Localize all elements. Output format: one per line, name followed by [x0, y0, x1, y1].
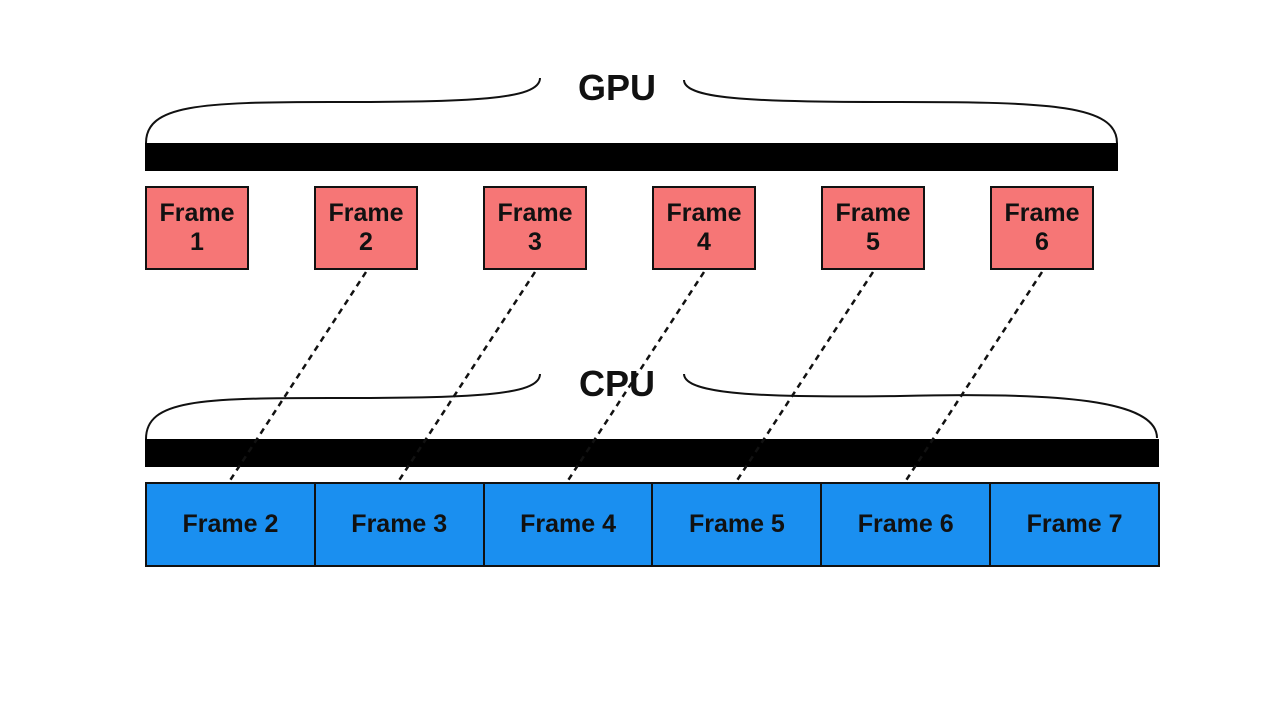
- gpu-frame-2: Frame 2: [314, 186, 418, 270]
- gpu-frame-3: Frame 3: [483, 186, 587, 270]
- gpu-frame-word: Frame: [159, 199, 235, 227]
- cpu-brace-right: [683, 373, 1158, 439]
- cpu-frame-4: Frame 4: [485, 484, 654, 565]
- cpu-frame-2: Frame 2: [147, 484, 316, 565]
- gpu-frame-word: Frame: [328, 199, 404, 227]
- gpu-frame-6: Frame 6: [990, 186, 1094, 270]
- gpu-frame-number: 3: [528, 228, 542, 256]
- gpu-frame-word: Frame: [497, 199, 573, 227]
- cpu-frame-row: Frame 2 Frame 3 Frame 4 Frame 5 Frame 6 …: [145, 482, 1160, 567]
- gpu-frame-number: 5: [866, 228, 880, 256]
- cpu-frame-6: Frame 6: [822, 484, 992, 565]
- gpu-frame-1: Frame 1: [145, 186, 249, 270]
- gpu-frame-word: Frame: [666, 199, 742, 227]
- gpu-frame-5: Frame 5: [821, 186, 925, 270]
- cpu-frame-5: Frame 5: [653, 484, 823, 565]
- connector-frame-3: [396, 271, 537, 483]
- gpu-frame-number: 6: [1035, 228, 1049, 256]
- cpu-frame-7: Frame 7: [1026, 510, 1123, 538]
- connector-frame-2: [227, 271, 368, 483]
- gpu-label: GPU: [577, 67, 656, 108]
- cpu-label: CPU: [578, 363, 655, 404]
- gpu-frame-number: 2: [359, 228, 373, 256]
- gpu-bar: [145, 143, 1118, 171]
- connector-frame-6: [903, 271, 1044, 483]
- gpu-frame-4: Frame 4: [652, 186, 756, 270]
- gpu-brace: [145, 77, 541, 144]
- gpu-brace-right: [683, 79, 1118, 144]
- gpu-frame-word: Frame: [835, 199, 911, 227]
- cpu-frame-3: Frame 3: [316, 484, 485, 565]
- connector-frame-4: [565, 271, 706, 483]
- cpu-bar: [145, 439, 1159, 467]
- gpu-frame-number: 1: [190, 228, 204, 256]
- gpu-frame-number: 4: [697, 228, 711, 256]
- gpu-frame-word: Frame: [1004, 199, 1080, 227]
- cpu-brace: [145, 373, 541, 440]
- connector-frame-5: [734, 271, 875, 483]
